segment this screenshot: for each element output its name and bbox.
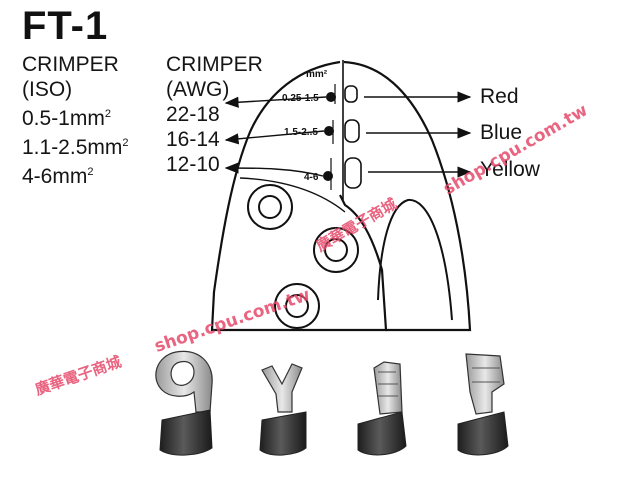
right-arrows <box>364 91 472 178</box>
arrow-left-1-icon <box>224 130 325 145</box>
terminal-ring <box>155 350 213 456</box>
rivet-top-left-icon <box>247 184 293 230</box>
left-jaw <box>210 60 388 332</box>
arrow-left-0-icon <box>224 96 327 108</box>
rivet-bottom-icon <box>274 283 320 329</box>
die-cavity-small <box>344 85 358 103</box>
die-unit-label: mm² <box>306 69 328 80</box>
die-size-label-2: 4-6 <box>304 172 319 183</box>
rivet-center-icon <box>313 227 359 273</box>
color-label-yellow: Yellow <box>480 158 540 181</box>
awg-header: CRIMPER <box>166 53 263 76</box>
iso-column: CRIMPER (ISO) 0.5-1mm2 1.1-2.5mm2 4-6mm2 <box>22 52 129 189</box>
die-dot-1-icon <box>324 126 334 136</box>
right-jaw-slot <box>377 198 453 321</box>
die-cavity-large <box>344 157 362 189</box>
product-title: FT-1 <box>22 4 109 48</box>
awg-subheader: (AWG) <box>166 78 230 101</box>
iso-header: CRIMPER <box>22 53 119 76</box>
crimp-dies <box>330 84 362 190</box>
die-dot-0-icon <box>326 92 336 102</box>
awg-column: CRIMPER (AWG) 22-18 16-14 12-10 <box>166 52 263 177</box>
crimper-jaw <box>210 60 472 332</box>
awg-range-0: 22-18 <box>166 103 220 126</box>
terminal-spade <box>259 363 307 456</box>
iso-range-0: 0.5-1mm2 <box>22 107 111 130</box>
color-label-red: Red <box>480 85 519 108</box>
terminal-flag <box>457 353 509 456</box>
awg-range-1: 16-14 <box>166 128 220 151</box>
right-jaw <box>343 60 472 332</box>
awg-range-2: 12-10 <box>166 153 220 176</box>
die-dot-2-icon <box>323 171 333 181</box>
die-markers: mm² 0.25-1.5 1.5-2..5 4-6 <box>282 69 336 183</box>
arrow-left-2-icon <box>224 162 324 177</box>
die-cavity-medium <box>344 119 360 143</box>
iso-subheader: (ISO) <box>22 78 73 101</box>
terminal-female-disconnect <box>357 361 407 456</box>
rivets <box>247 184 359 329</box>
left-arrows <box>224 96 327 177</box>
iso-range-1: 1.1-2.5mm2 <box>22 136 129 159</box>
iso-range-2: 4-6mm2 <box>22 165 94 188</box>
color-label-blue: Blue <box>480 121 523 144</box>
